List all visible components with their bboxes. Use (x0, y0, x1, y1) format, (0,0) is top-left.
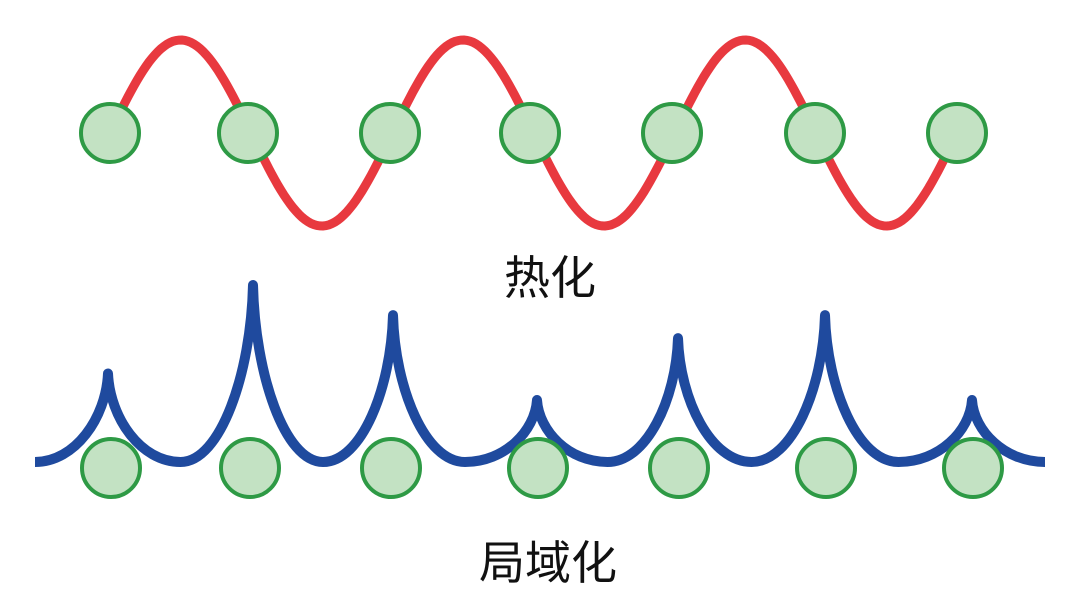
site-6 (784, 102, 846, 164)
localized-sites (80, 437, 1004, 499)
localized-wave (34, 280, 1046, 467)
site-5 (641, 102, 703, 164)
site-3 (360, 437, 422, 499)
site-7 (942, 437, 1004, 499)
localization-label: 局域化 (479, 536, 617, 590)
site-2 (217, 102, 279, 164)
site-7 (926, 102, 988, 164)
thermal-sites (79, 102, 988, 164)
site-1 (80, 437, 142, 499)
site-2 (219, 437, 281, 499)
site-6 (795, 437, 857, 499)
site-4 (507, 437, 569, 499)
thermalization-label: 热化 (504, 251, 596, 305)
site-3 (359, 102, 421, 164)
site-4 (499, 102, 561, 164)
site-5 (648, 437, 710, 499)
site-1 (79, 102, 141, 164)
